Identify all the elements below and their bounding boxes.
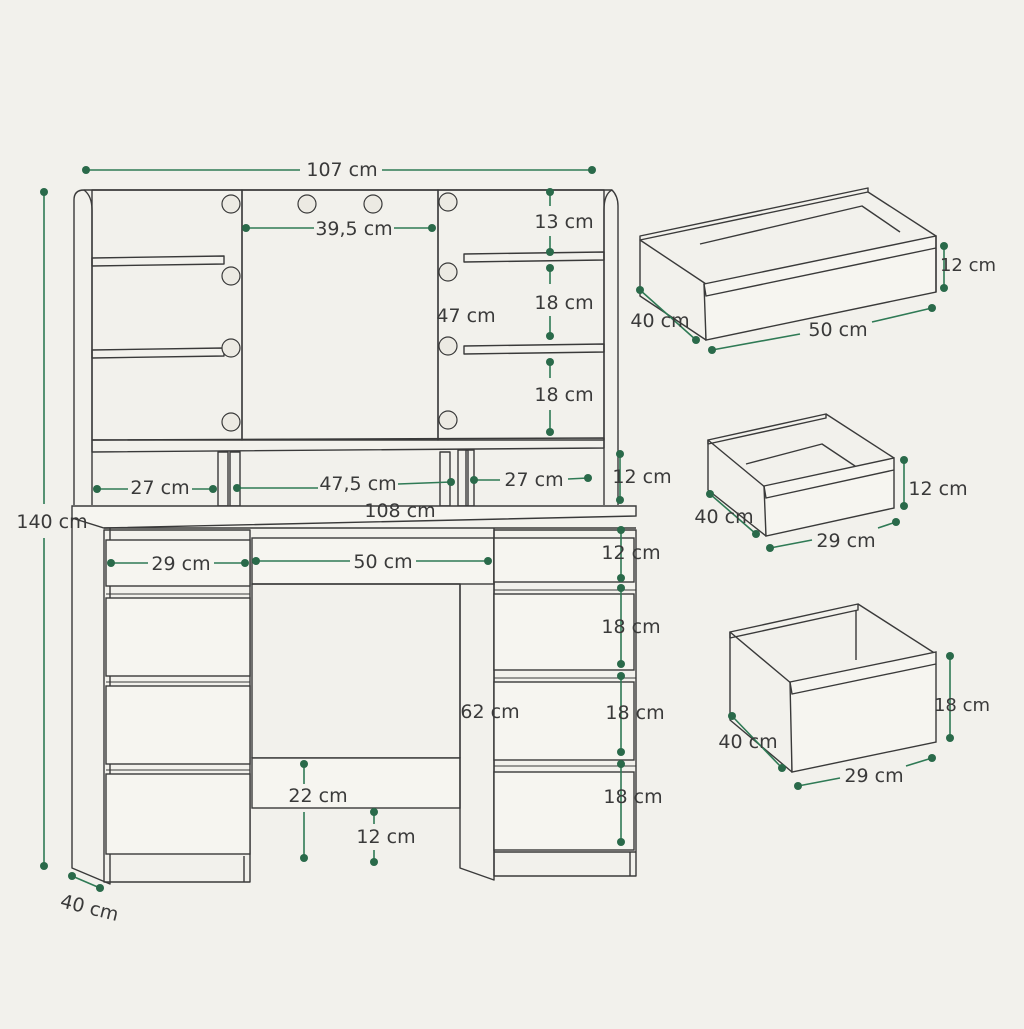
label-drawer-center-width: 50 cm [353,551,412,573]
drawer-large-height: 12 cm [940,255,996,276]
drawer-deep-width: 29 cm [844,765,903,787]
label-shelf-center: 47,5 cm [319,473,396,495]
drawer-large: 12 cm 40 cm 50 cm [630,187,996,354]
drawer-small-height: 12 cm [908,478,967,500]
vanity-desk [71,505,637,885]
drawer-deep-height: 18 cm [934,695,990,716]
label-depth: 40 cm [58,890,121,926]
label-footrest-height: 22 cm [288,785,347,807]
label-shelf-18a: 18 cm [534,292,593,314]
label-shelf-13: 13 cm [534,211,593,233]
drawer-small-depth: 40 cm [694,506,753,528]
vanity-dimensions: 107 cm 39,5 cm 13 cm 18 cm 47 cm 18 cm 1… [16,159,671,926]
label-drawer-right-3: 18 cm [605,702,664,724]
label-knee-height: 62 cm [460,701,519,723]
label-shelf-18b: 18 cm [534,384,593,406]
label-mirror-width: 39,5 cm [315,218,392,240]
label-width-top: 107 cm [306,159,377,181]
label-desk-width: 108 cm [364,500,435,522]
light-bulbs [221,192,458,432]
label-drawer-right-2: 18 cm [601,616,660,638]
drawer-small-width: 29 cm [816,530,875,552]
label-drawer-right-1: 12 cm [601,542,660,564]
vanity-hutch [73,189,619,507]
drawer-deep-depth: 40 cm [718,731,777,753]
label-footrest-gap: 12 cm [356,826,415,848]
drawer-large-depth: 40 cm [630,310,689,332]
label-mirror-height: 47 cm [436,305,495,327]
drawer-large-width: 50 cm [808,319,867,341]
drawer-small: 12 cm 40 cm 29 cm [694,413,968,552]
label-shelf-left: 27 cm [130,477,189,499]
label-drawer-right-4: 18 cm [603,786,662,808]
label-shelf-right: 27 cm [504,469,563,491]
drawer-deep: 18 cm 40 cm 29 cm [718,603,990,790]
label-drawer-left-width: 29 cm [151,553,210,575]
label-total-height: 140 cm [16,511,87,533]
label-shelf-height: 12 cm [612,466,671,488]
